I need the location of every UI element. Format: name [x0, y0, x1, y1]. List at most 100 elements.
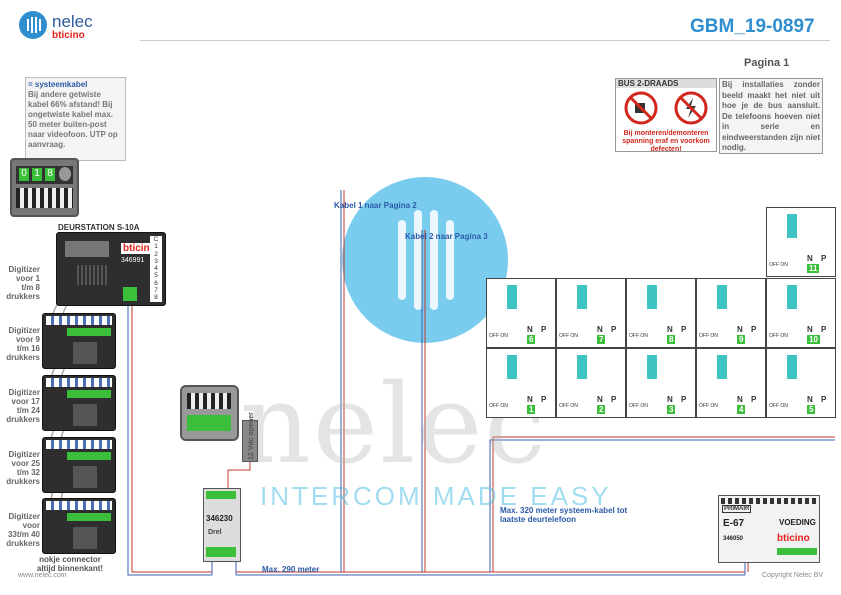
- cable-legend-key: = systeemkabel: [28, 80, 88, 89]
- p-label: P: [681, 395, 687, 404]
- unit-number: 2: [597, 405, 606, 414]
- power-model: E-67: [723, 518, 745, 529]
- speaker-grille: [77, 265, 107, 285]
- unit-number: 11: [807, 264, 820, 273]
- n-label: N: [667, 395, 673, 404]
- n-label: N: [597, 325, 603, 334]
- intercom-unit: OFF ON N P 11: [766, 207, 836, 277]
- intercom-unit: OFF ON N P 1: [486, 348, 556, 418]
- page-label: Pagina 1: [744, 57, 790, 69]
- intercom-unit: OFF ON N P 2: [556, 348, 626, 418]
- module-brand: Drel: [208, 529, 222, 536]
- door-lock: [242, 420, 258, 462]
- door-station: bticino 346991 C 1 2 3 4 5 6 7 8: [56, 232, 166, 306]
- n-label: N: [667, 325, 673, 334]
- phone-grid: OFF ON N P 6 OFF ON N P 7 OFF ON N P 8 O…: [486, 278, 836, 418]
- digitizer-module: [42, 313, 116, 369]
- off-on-label: OFF ON: [769, 333, 788, 339]
- p-label: P: [751, 395, 757, 404]
- relay-module: 346230 Drel: [203, 488, 241, 562]
- unit-number: 5: [807, 405, 816, 414]
- digitizer-label: Digitizer voor 17 t/m 24 drukkers: [6, 388, 40, 424]
- no-power-icon: [674, 91, 708, 125]
- intercom-unit: OFF ON N P 6: [486, 278, 556, 348]
- cable-note: = systeemkabel Bij andere getwiste kabel…: [25, 77, 126, 161]
- n-label: N: [527, 395, 533, 404]
- off-on-label: OFF ON: [489, 403, 508, 409]
- digitizer-module: [42, 375, 116, 431]
- power-brand: bticino: [777, 533, 810, 544]
- digitizer-label: Digitizer voor 9 t/m 16 drukkers: [6, 326, 40, 362]
- p-label: P: [821, 325, 827, 334]
- p-label: P: [611, 325, 617, 334]
- cable-legend-body: Bij andere getwiste kabel 66% afstand! B…: [28, 90, 118, 149]
- terminal: 2: [154, 250, 158, 258]
- p-label: P: [821, 254, 827, 263]
- n-label: N: [807, 395, 813, 404]
- display-zoom: 0 1 8: [10, 158, 79, 217]
- nokje-note: nokje connector altijd binnenkant!: [36, 555, 104, 573]
- document-id: GBM_19-0897: [690, 16, 815, 37]
- brand-sub: bticino: [52, 30, 85, 41]
- bus-warning-box: BUS 2-DRAADS Bij monteren/demonteren spa…: [615, 78, 717, 153]
- door-station-brand: bticino: [121, 243, 158, 254]
- lock-label: 12 Vdc opener: [248, 412, 255, 460]
- module-zoom: [180, 385, 239, 441]
- p-label: P: [681, 325, 687, 334]
- terminal: 3: [154, 257, 158, 265]
- dip-switches: [16, 188, 73, 208]
- max-system-label: Max. 320 meter systeem-kabel tot laatste…: [500, 506, 628, 524]
- max-290-label: Max. 290 meter: [262, 565, 320, 574]
- footer-copyright: Copyright Nelec BV: [762, 572, 824, 579]
- power-supply: PRIMAIR E-67 VOEDING 346050 bticino: [718, 495, 820, 563]
- terminal: 6: [154, 279, 158, 287]
- unit-number: 1: [527, 405, 536, 414]
- terminal: 4: [154, 265, 158, 273]
- terminal: 1: [154, 243, 158, 251]
- door-station-code: 346991: [121, 257, 145, 264]
- p-label: P: [751, 325, 757, 334]
- info-note: Bij installaties zonder beeld maakt het …: [719, 78, 823, 154]
- off-on-label: OFF ON: [559, 403, 578, 409]
- off-on-label: OFF ON: [699, 333, 718, 339]
- intercom-unit: OFF ON N P 9: [696, 278, 766, 348]
- primair-label: PRIMAIR: [722, 505, 752, 513]
- terminal: 5: [154, 272, 158, 280]
- digitizer-label: Digitizer voor 25 t/m 32 drukkers: [6, 450, 40, 486]
- unit-number: 7: [597, 335, 606, 344]
- terminal: 8: [154, 294, 158, 302]
- cable1-label: Kabel 1 naar Pagina 2: [334, 201, 417, 210]
- unit-number: 9: [737, 335, 746, 344]
- digitizer-label: Digitizer voor 33t/m 40 drukkers: [6, 512, 40, 548]
- unit-number: 4: [737, 405, 746, 414]
- digitizer-label: Digitizer voor 1 t/m 8 drukkers: [6, 265, 40, 301]
- brand-name: nelec: [52, 12, 93, 31]
- unit-number: 3: [667, 405, 676, 414]
- off-on-label: OFF ON: [629, 333, 648, 339]
- terminal: 7: [154, 287, 158, 295]
- nelec-logo-icon: [19, 11, 47, 39]
- terminal: C: [153, 236, 159, 243]
- off-on-label: OFF ON: [489, 333, 508, 339]
- n-label: N: [597, 395, 603, 404]
- display-digit: 1: [32, 168, 42, 181]
- terminal-strip: C 1 2 3 4 5 6 7 8: [150, 236, 162, 302]
- intercom-unit: OFF ON N P 4: [696, 348, 766, 418]
- module-code: 346230: [206, 514, 233, 523]
- digitizer-module: [42, 437, 116, 493]
- power-code: 346050: [723, 536, 744, 542]
- n-label: N: [527, 325, 533, 334]
- n-label: N: [807, 254, 813, 263]
- header-divider: [140, 40, 830, 41]
- unit-number: 8: [667, 335, 676, 344]
- off-on-label: OFF ON: [699, 403, 718, 409]
- off-on-label: OFF ON: [769, 403, 788, 409]
- p-label: P: [541, 325, 547, 334]
- intercom-unit: OFF ON N P 7: [556, 278, 626, 348]
- off-on-label: OFF ON: [769, 262, 788, 268]
- display-digit: 0: [19, 168, 29, 181]
- intercom-unit: OFF ON N P 5: [766, 348, 836, 418]
- p-label: P: [821, 395, 827, 404]
- dial-icon: [59, 167, 71, 181]
- p-label: P: [611, 395, 617, 404]
